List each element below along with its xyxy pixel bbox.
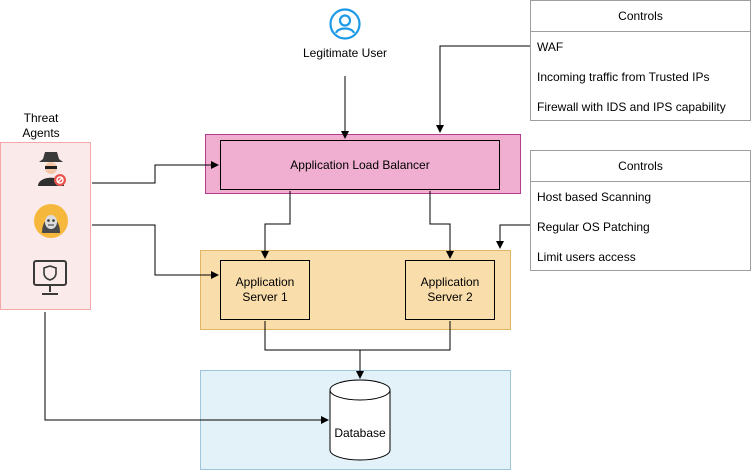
- insider-to-database-arrow: [44, 312, 329, 424]
- legitimate-user-label: Legitimate User: [302, 45, 388, 60]
- controls-panel-perimeter-title: Controls: [531, 1, 750, 32]
- controls-panel-host: Controls Host based Scanning Regular OS …: [530, 150, 751, 271]
- load-balancer-to-server-2-arrow: [429, 191, 454, 259]
- controls-panel-perimeter: Controls WAF Incoming traffic from Trust…: [530, 0, 751, 121]
- database-cylinder: [329, 379, 391, 461]
- server-1-label-line1: Application: [235, 275, 295, 289]
- controls-panel-host-title: Controls: [531, 151, 750, 182]
- application-server-1[interactable]: Application Server 1: [220, 260, 310, 320]
- database-label: Database: [334, 425, 386, 440]
- application-server-2[interactable]: Application Server 2: [405, 260, 495, 320]
- control-item-host-scanning: Host based Scanning: [537, 190, 652, 204]
- control-item-limit-access: Limit users access: [537, 250, 636, 264]
- hooded-attacker-icon: [33, 203, 69, 239]
- control-item-firewall: Firewall with IDS and IPS capability: [537, 100, 726, 114]
- insider-computer-icon: [32, 258, 68, 298]
- application-server-zone: [200, 250, 511, 330]
- controls-waf-to-load-balancer-arrow: [436, 45, 530, 133]
- load-balancer-to-server-1-arrow: [261, 191, 291, 259]
- control-item-waf: WAF: [537, 40, 564, 54]
- threat-agents-label: Threat Agents: [0, 110, 82, 142]
- server-2-to-database-line: [360, 321, 451, 351]
- server-2-label-line1: Application: [420, 275, 480, 289]
- hacker-to-load-balancer-arrow: [92, 161, 219, 184]
- server-1-to-database-line: [264, 321, 360, 351]
- hacker-icon: [34, 150, 68, 188]
- control-item-trusted-ips: Incoming traffic from Trusted IPs: [537, 70, 710, 84]
- application-load-balancer[interactable]: Application Load Balancer: [220, 140, 500, 190]
- control-item-os-patching: Regular OS Patching: [537, 220, 650, 234]
- threat-agents-label-line2: Agents: [22, 126, 60, 140]
- attacker-to-server-1-arrow: [92, 224, 219, 279]
- load-balancer-label: Application Load Balancer: [290, 157, 430, 172]
- server-1-label-line2: Server 1: [242, 290, 288, 304]
- controls-patching-to-server-zone-arrow: [496, 224, 530, 249]
- threat-agents-label-line1: Threat: [23, 111, 59, 125]
- user-icon: [329, 8, 361, 40]
- load-balancer-zone: [205, 134, 521, 194]
- server-2-label-line2: Server 2: [427, 290, 473, 304]
